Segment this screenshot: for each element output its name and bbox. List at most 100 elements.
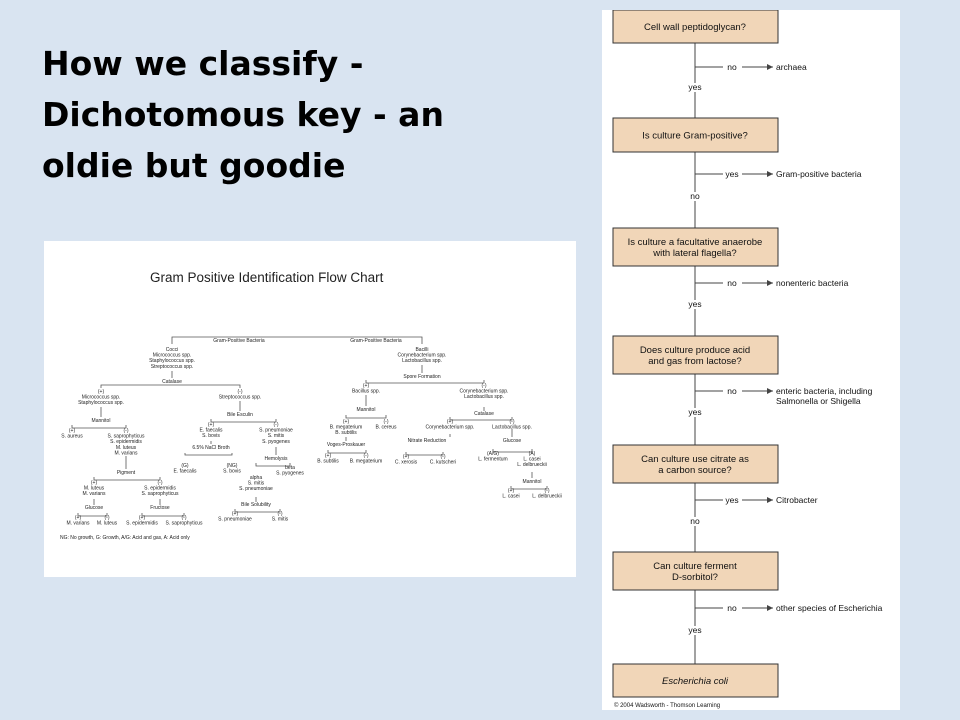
label-strep-group-0: (-) [238,389,243,395]
label-bacilli-0: Bacilli [415,347,428,353]
key-question-7: Escherichia coli [662,676,729,687]
label-pigment-negative-2: S. saprophyticus [142,491,179,497]
label-mannitol2-positive-1: B. megaterium [330,425,363,431]
label-bile-positive-0: (+) [208,422,215,428]
label-bile-solubility-negative-0: (-) [278,511,283,517]
label-nitrate-positive-0: (+) [403,454,410,460]
label-coryne-group-0: (-) [482,383,487,389]
label-mannitol2-negative-0: (-) [384,419,389,425]
branch-result-6: other species of Escherichia [776,603,883,613]
label-bile-solubility-positive-0: (+) [232,511,239,517]
key-box-7 [612,663,779,698]
label-fructose: Fructose [150,505,170,511]
branch-result-5: Citrobacter [776,495,818,505]
branch-answer-3: no [727,278,737,288]
vp-split [327,450,367,454]
down-label-bg-4 [685,408,705,417]
gram-chart-title: Gram Positive Identification Flow Chart [150,270,384,285]
down-answer-1: yes [688,82,701,92]
label-catalase2-negative-1: Lactobacillus spp. [492,425,532,431]
label-bile-negative-0: (-) [274,422,279,428]
label-catalase2-positive-0: (+) [447,419,454,425]
label-bile-positive-2: S. bovis [202,433,220,439]
down-label-bg-1 [685,83,705,92]
catalase2-split [449,417,513,421]
key-question-4-0: Does culture produce acid [640,345,750,356]
label-nacl-growth-0: (G) [181,463,189,469]
label-coryne-group-1: Corynebacterium spp. [460,389,509,395]
gram-chart-canvas: Gram Positive Identification Flow ChartG… [60,270,562,541]
label-alpha-0: alpha [250,475,262,481]
label-mannitol-negative-4: M. varians [114,450,138,456]
label-coryne-group-2: Lactobacillus spp. [464,394,504,400]
bile-split [210,419,277,423]
label-fructose-negative-0: (-) [182,515,187,521]
branch-answer-5: yes [725,495,738,505]
title-line-1: How we classify - [42,44,364,83]
bile-solubility-split [234,509,281,513]
label-cocci-3: Streptococcus spp. [151,364,194,370]
label-bacillus-1: Bacillus spp. [352,389,380,395]
down-answer-4: yes [688,407,701,417]
branch-answer-4: no [727,386,737,396]
label-pigment-positive-0: (+) [91,480,98,486]
label-mannitol2-negative-1: B. cereus [375,425,397,431]
label-catalase-2: Catalase [474,411,494,417]
branch-result-4-line2: Salmonella or Shigella [776,396,861,406]
spore-split [365,380,485,384]
dichotomous-key-chart: Cell wall peptidoglycan?Is culture Gram-… [602,10,900,710]
label-mannitol3-negative-1: L. delbrueckii [532,494,561,500]
key-question-5-0: Can culture use citrate as [641,454,749,465]
label-glucose2-acid-1: L. casei [523,457,540,463]
label-micrococcus-group-1: Micrococcus spp. [82,395,121,401]
key-copyright: © 2004 Wadsworth - Thomson Learning [614,702,720,709]
pigment-split [93,477,161,481]
label-cocci-1: Micrococcus spp. [153,353,192,359]
catalase-split [100,384,241,388]
glucose2-split [492,449,533,453]
label-saureus-1: S. aureus [61,434,83,440]
key-box-3 [612,227,779,267]
down-label-bg-2 [685,192,705,201]
branch-result-1: archaea [776,62,807,72]
label-bile-negative-2: S. mitis [268,433,285,439]
key-question-2: Is culture Gram-positive? [642,131,748,142]
label-nacl-no-growth-0: (NG) [227,463,238,469]
label-glucose2-acid-gas-0: (A/G) [487,451,499,457]
branch-result-3: nonenteric bacteria [776,278,849,288]
label-glucose-2: Glucose [503,438,522,444]
label-gpb-left: Gram-Positive Bacteria [213,338,265,344]
label-micrococcus-group-0: (+) [98,389,105,395]
label-glucose-negative-1: M. luteus [97,521,118,527]
label-vp-positive-0: (+) [325,453,332,459]
key-question-6-1: D-sorbitol? [672,572,718,583]
label-micrococcus-group-2: Staphylococcus spp. [78,400,124,406]
label-bile-solubility-positive-1: S. pneumoniae [218,517,252,523]
label-mannitol3-positive-0: (+) [508,488,515,494]
label-strep-group-1: Streptococcus spp. [219,395,262,401]
label-spore-formation: Spore Formation [403,374,440,380]
branch-result-4: enteric bacteria, including [776,386,873,396]
down-answer-5: no [690,516,700,526]
label-glucose2-acid-0: (A) [529,451,536,457]
label-mannitol3-positive-1: L. casei [502,494,519,500]
label-bacilli-2: Lactobacillus spp. [402,358,442,364]
label-catalase2-negative-0: (-) [510,419,515,425]
label-voges-proskauer: Voges-Proskauer [327,442,366,448]
key-question-3-1: with lateral flagella? [652,248,736,259]
key-box-6 [612,551,779,591]
label-bile-positive-1: E. faecalis [199,428,223,434]
key-question-3-0: Is culture a facultative anaerobe [628,237,763,248]
label-mannitol-2: Mannitol [357,407,376,413]
label-bile-negative-3: S. pyogenes [262,439,290,445]
label-nacl-broth: 6.5% NaCl Broth [192,445,229,451]
label-fructose-negative-1: S. saprophyticus [166,521,203,527]
label-nacl-growth-1: E. faecalis [173,469,197,475]
label-beta-0: beta [285,465,295,471]
down-answer-2: no [690,191,700,201]
label-bile-solubility: Bile Solubility [241,502,271,508]
label-alpha-2: S. pneumoniae [239,486,273,492]
label-bacillus-0: (+) [363,383,370,389]
mannitol2-split [345,415,387,419]
